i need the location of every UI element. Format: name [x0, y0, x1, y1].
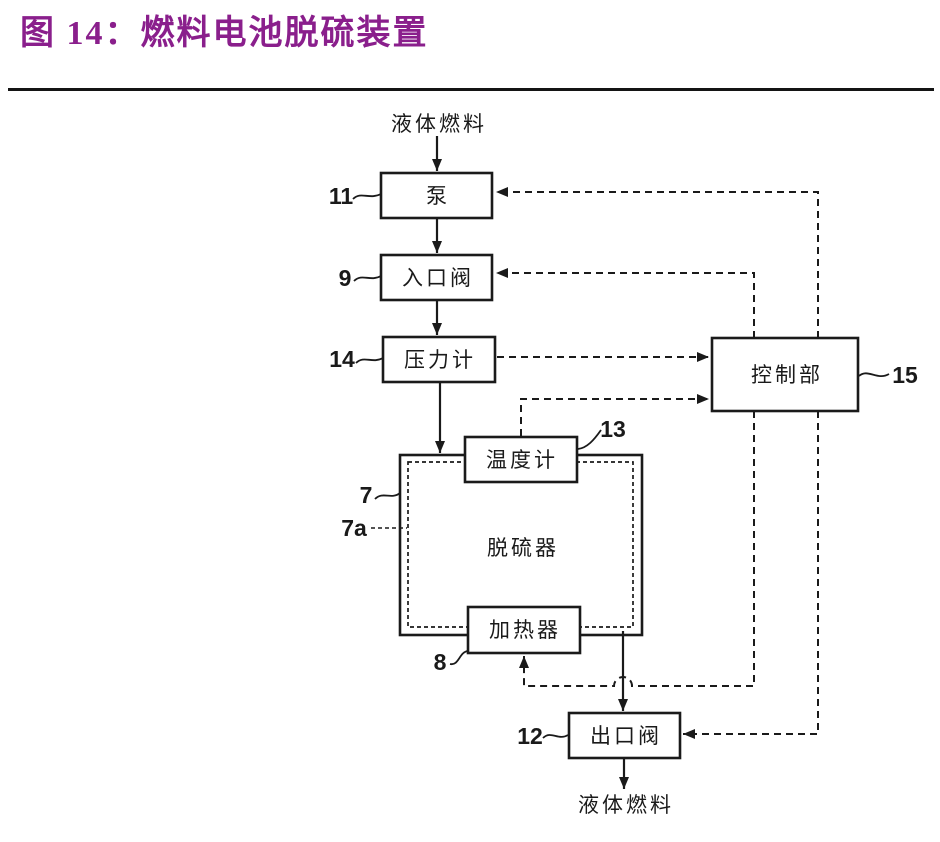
control-line-to-pump [496, 187, 819, 338]
ref-9-inlet-valve: 9 [339, 265, 352, 291]
ref-14-leader [355, 357, 384, 364]
signal-line-thermometer-to-control [520, 394, 709, 436]
title-divider [8, 88, 934, 91]
pump-box: 泵 [379, 171, 494, 220]
ref-14-pressure-gauge: 14 [329, 346, 355, 372]
ref-11-pump: 11 [329, 183, 354, 209]
desulfurizer-box: 脱硫器 [398, 453, 644, 637]
thermometer-border [463, 435, 579, 484]
control-unit-label: 控制部 [751, 363, 823, 387]
liquid-fuel-input-label: 液体燃料 [391, 112, 487, 136]
ref-8-heater: 8 [434, 649, 447, 675]
desulfurizer-outer-border [398, 453, 644, 637]
pump-border [379, 171, 494, 220]
ref-8-leader [449, 650, 469, 665]
control-unit-border [710, 336, 860, 413]
pump-label: 泵 [426, 184, 450, 208]
pressure-gauge-label: 压力计 [404, 348, 476, 372]
control-signal-lines [496, 187, 819, 739]
outlet-valve-label: 出口阀 [590, 724, 662, 748]
ref-7a-desulfurizer-inner: 7a [341, 515, 367, 541]
control-line-to-inlet-valve [496, 268, 755, 338]
ref-13-leader [577, 429, 602, 450]
ref-11-leader [352, 193, 382, 200]
pressure-gauge-border [381, 335, 497, 384]
control-line-to-heater [519, 411, 755, 687]
inlet-valve-box: 入口阀 [379, 253, 494, 302]
control-unit-box: 控制部 [710, 336, 860, 413]
figure-title: 图 14：燃料电池脱硫装置 [20, 15, 429, 52]
ref-9-leader [353, 275, 382, 282]
ref-7-desulfurizer: 7 [360, 482, 373, 508]
outlet-valve-border [567, 711, 682, 760]
desulfurizer-label: 脱硫器 [487, 536, 559, 560]
ref-7-leader [374, 492, 401, 500]
heater-label: 加热器 [489, 618, 561, 642]
reference-numerals: 11 9 14 13 7 7a 8 12 15 [329, 183, 918, 749]
outlet-valve-box: 出口阀 [567, 711, 682, 760]
pressure-gauge-box: 压力计 [381, 335, 497, 384]
inlet-valve-border [379, 253, 494, 302]
control-line-to-outlet-valve [683, 411, 819, 739]
thermometer-box: 温度计 [463, 435, 579, 484]
thermometer-label: 温度计 [486, 448, 558, 472]
ref-12-outlet-valve: 12 [517, 723, 543, 749]
ref-12-leader [542, 734, 569, 739]
liquid-fuel-output-label: 液体燃料 [578, 793, 674, 817]
heater-border [466, 605, 582, 655]
heater-box: 加热器 [466, 605, 582, 655]
ref-13-thermometer: 13 [600, 416, 626, 442]
flow-arrows [432, 136, 629, 789]
inlet-valve-label: 入口阀 [402, 266, 474, 290]
ref-15-leader [858, 372, 890, 378]
ref-15-control-unit: 15 [892, 362, 918, 388]
